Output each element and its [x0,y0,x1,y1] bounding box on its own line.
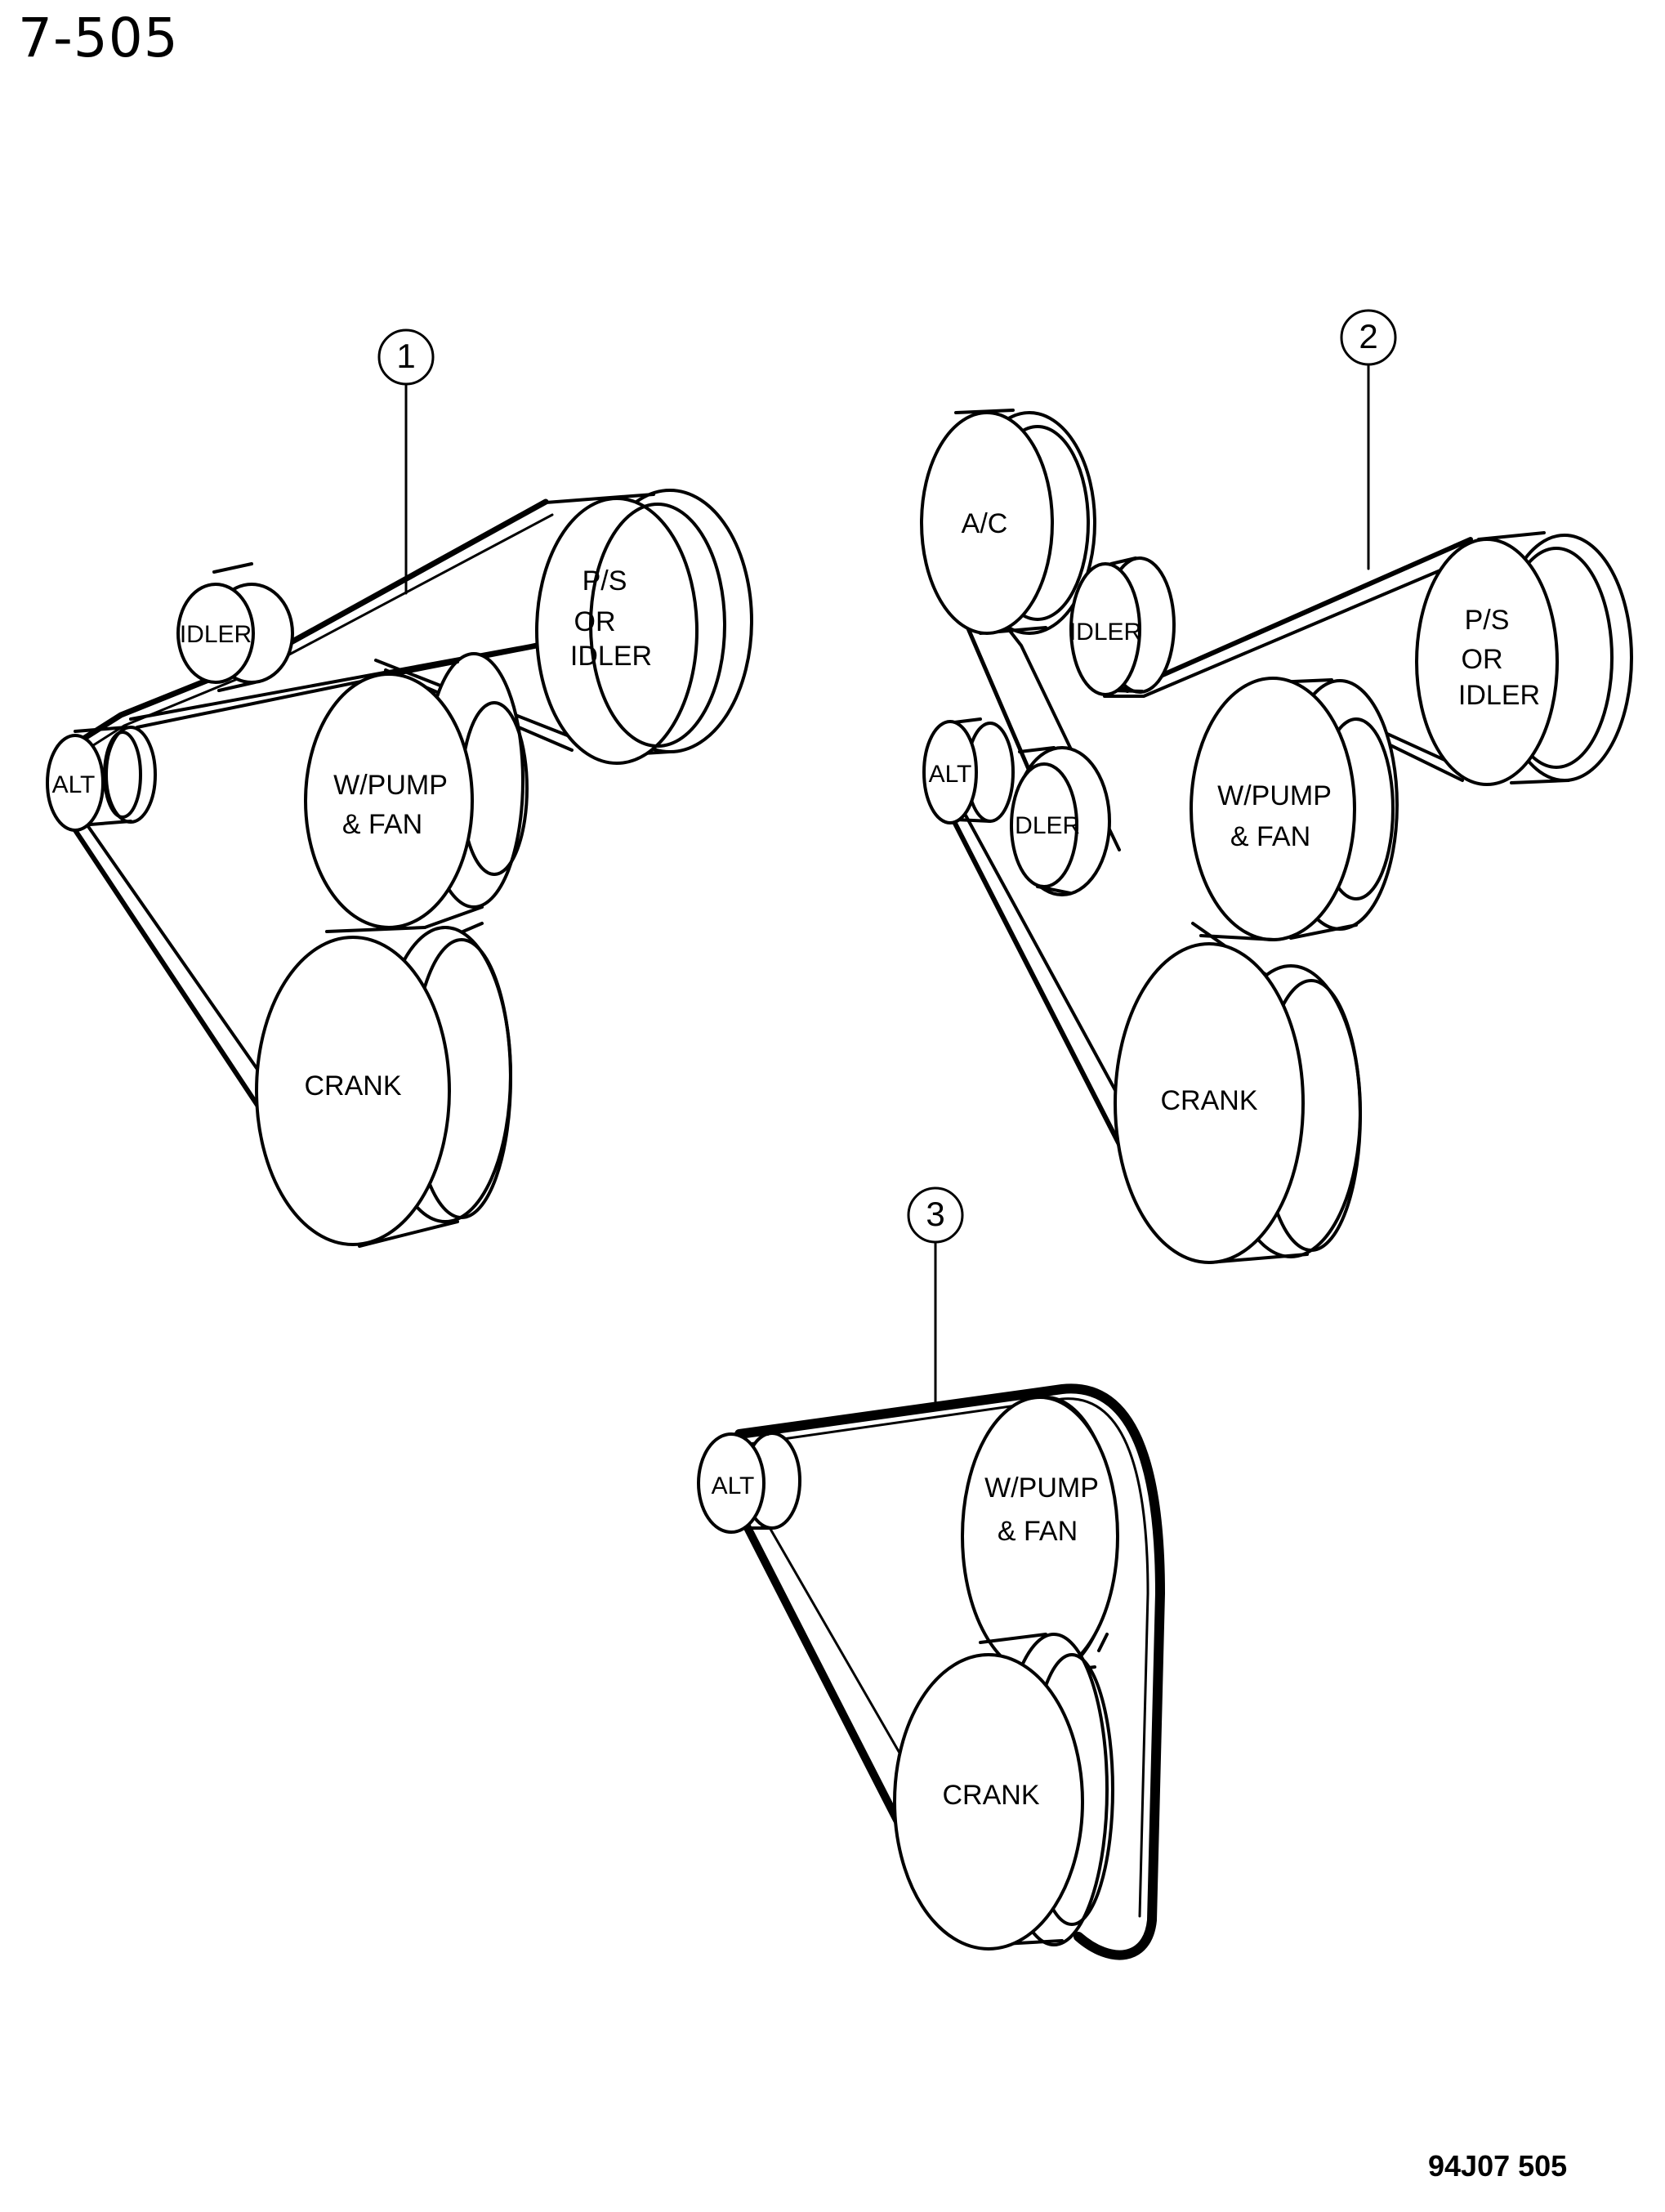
alternator-pulley-1 [46,726,157,832]
belt-layout-2 [920,309,1633,1264]
serpentine-belt-1 [62,498,729,1114]
crank-label-2: CRANK [1160,1085,1257,1116]
power-steering-or-idler-pulley-2 [1415,531,1633,786]
v-belt-3 [734,1383,1165,1960]
wpump-label-1: W/PUMP [333,770,448,801]
water-pump-fan-pulley-1 [304,652,529,929]
power-steering-or-idler-pulley-1 [535,489,753,765]
callout-2-number: 2 [1359,317,1377,355]
ps-or-label-1: OR [574,606,616,637]
ps-idler-label-2: IDLER [1458,680,1540,711]
idler-lower-label-2: IDLER [1008,812,1080,839]
crank-label-1: CRANK [304,1070,401,1102]
wpump-label-3: W/PUMP [984,1472,1099,1504]
idler-label-1: IDLER [180,621,252,648]
ps-or-label-2: OR [1462,644,1503,675]
ps-label-2: P/S [1465,605,1510,636]
water-pump-fan-pulley-3 [961,1392,1119,1677]
crank-pulley-3 [893,1633,1114,1951]
fan-label-1: & FAN [342,809,422,840]
callout-2 [1340,309,1397,570]
callout-1-number: 1 [396,337,415,375]
ac-label: A/C [962,508,1008,539]
belt-layout-3 [697,1186,1165,1960]
alternator-pulley-3 [697,1432,801,1534]
fan-label-3: & FAN [998,1516,1078,1547]
ps-idler-label-1: IDLER [570,641,652,672]
callout-1 [377,328,435,595]
idler-pulley-1 [176,562,294,692]
callout-3 [907,1186,964,1405]
callout-3-number: 3 [926,1195,944,1233]
crank-pulley-1 [255,926,512,1248]
ac-compressor-pulley [920,409,1096,635]
water-pump-fan-pulley-2 [1190,677,1399,941]
alternator-pulley-2 [922,717,1015,824]
idler-upper-label-2: IDLER [1069,619,1141,646]
alt-label-3: ALT [712,1472,755,1499]
idler-pulley-2-lower [1010,746,1111,896]
fan-label-2: & FAN [1230,821,1310,852]
crank-pulley-2 [1114,934,1362,1264]
page-code: 7-505 [18,7,179,69]
crank-label-3: CRANK [942,1780,1039,1811]
drawing-code: 94J07 505 [1428,2149,1568,2183]
alt-label-1: ALT [52,771,96,798]
idler-pulley-2-upper [1069,556,1176,696]
belt-layout-1 [46,328,753,1248]
alt-label-2: ALT [929,761,972,788]
wpump-label-2: W/PUMP [1217,780,1332,811]
ps-label-1: P/S [583,565,627,597]
